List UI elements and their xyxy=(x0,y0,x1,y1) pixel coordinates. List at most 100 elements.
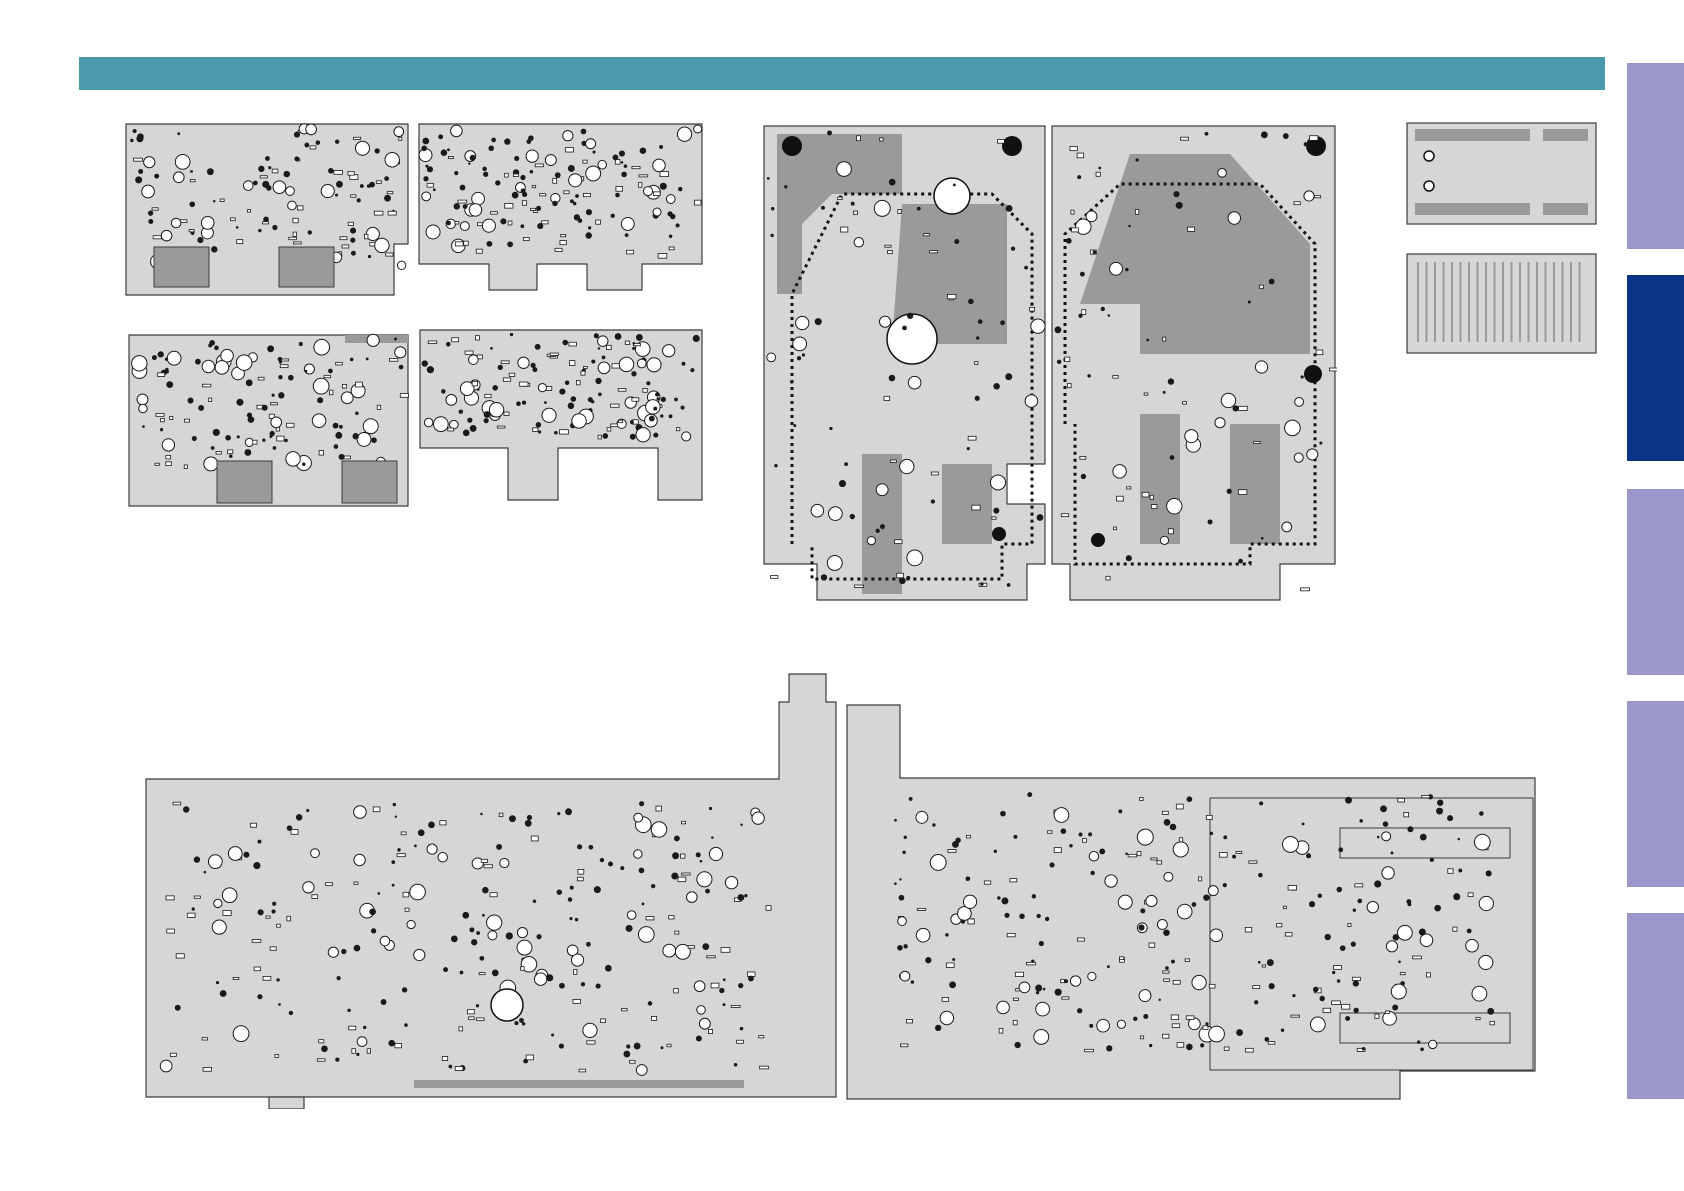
pcb-component xyxy=(784,185,787,188)
pcb-component xyxy=(381,999,387,1005)
pcb-component xyxy=(1164,819,1171,826)
side-tab-1[interactable] xyxy=(1627,63,1684,249)
pcb-component xyxy=(1345,797,1352,804)
pcb-component xyxy=(1045,917,1049,921)
pcb-component xyxy=(1261,537,1264,540)
pcb-component xyxy=(702,943,709,950)
pcb-component xyxy=(677,127,691,141)
pcb-component xyxy=(1223,835,1227,839)
main-board-left-drawing xyxy=(144,672,838,1109)
pcb-component xyxy=(1007,583,1011,587)
pcb-component xyxy=(1337,887,1343,893)
pcb-component xyxy=(250,823,256,827)
pcb-component xyxy=(827,556,842,571)
pcb-component xyxy=(618,389,626,392)
pcb-component xyxy=(213,429,220,436)
pcb-component xyxy=(177,132,180,135)
pcb-component xyxy=(363,1026,366,1029)
pcb-component xyxy=(427,844,437,854)
pcb-component xyxy=(448,156,453,158)
pcb-component xyxy=(375,148,380,153)
pcb-component xyxy=(304,143,309,148)
pcb-component xyxy=(294,156,299,161)
pcb-component xyxy=(997,896,1000,899)
pcb-component xyxy=(838,197,842,199)
pcb-component xyxy=(258,840,262,844)
pcb-component xyxy=(891,460,897,462)
pcb-component xyxy=(480,813,483,816)
pcb-component xyxy=(198,405,204,411)
pcb-component xyxy=(907,550,923,566)
pcb-component xyxy=(925,957,931,963)
pcb-component xyxy=(368,255,371,258)
pcb-component xyxy=(1398,798,1405,802)
pcb-component xyxy=(209,398,212,402)
pcb-component xyxy=(586,942,591,947)
pcb-component xyxy=(442,1057,447,1061)
pcb-component xyxy=(286,187,295,196)
pcb-component xyxy=(1069,844,1072,847)
pcb-component xyxy=(394,127,404,137)
pcb-component xyxy=(899,878,901,880)
pcb-component xyxy=(1292,994,1295,997)
pcb-component xyxy=(272,394,275,397)
pcb-component xyxy=(790,380,793,383)
pcb-component xyxy=(1267,959,1274,966)
pcb-component xyxy=(484,418,489,423)
pcb-component xyxy=(1436,808,1443,815)
pcb-component xyxy=(364,234,368,239)
pcb-component xyxy=(1177,904,1192,919)
pcb-component xyxy=(228,847,242,861)
pcb-component xyxy=(460,971,464,975)
side-tab-5[interactable] xyxy=(1627,913,1684,1099)
pcb-component xyxy=(827,130,832,135)
pcb-component xyxy=(1254,1000,1258,1004)
pcb-component xyxy=(583,160,587,163)
pcb-component xyxy=(1219,852,1227,857)
pcb-component xyxy=(1181,137,1189,140)
pcb-component xyxy=(1185,430,1198,443)
pcb-component xyxy=(734,1063,738,1067)
pcb-component xyxy=(904,836,907,839)
pcb-component xyxy=(335,140,339,144)
pcb-component xyxy=(577,877,583,881)
pcb-component xyxy=(1283,906,1286,908)
pcb-component xyxy=(564,191,569,194)
pcb-component xyxy=(1089,1024,1093,1028)
pcb-component xyxy=(949,981,956,988)
pcb-component xyxy=(902,851,905,854)
pcb-component xyxy=(577,844,582,849)
pcb-component xyxy=(531,363,536,368)
pcb-component xyxy=(469,204,482,217)
pcb-component xyxy=(1135,158,1138,161)
pcb-component xyxy=(220,199,224,202)
pcb-component xyxy=(1026,962,1035,965)
pcb-component xyxy=(1302,822,1305,825)
pcb-component xyxy=(1430,858,1434,862)
pcb-component xyxy=(620,866,624,870)
pcb-component xyxy=(152,208,158,210)
pcb-component xyxy=(663,345,675,357)
pcb-component xyxy=(626,925,633,932)
pcb-component xyxy=(1163,1034,1169,1038)
pcb-component xyxy=(630,434,636,440)
pcb-component xyxy=(388,211,396,215)
pcb-component xyxy=(1355,884,1363,887)
pcb-component xyxy=(517,928,527,938)
pcb-component xyxy=(482,887,489,894)
pcb-component xyxy=(565,381,569,385)
pcb-component xyxy=(366,357,369,360)
pcb-component xyxy=(1000,320,1005,325)
pcb-component xyxy=(395,347,406,358)
pcb-component xyxy=(931,472,938,475)
pcb-component xyxy=(479,973,485,975)
pcb-component xyxy=(403,892,409,897)
side-tab-2[interactable] xyxy=(1627,275,1684,461)
side-tab-3[interactable] xyxy=(1627,489,1684,675)
pcb-component xyxy=(559,388,565,394)
side-tab-4[interactable] xyxy=(1627,701,1684,887)
pcb-component xyxy=(339,454,345,460)
pcb-component xyxy=(464,241,469,245)
pcb-component xyxy=(522,192,527,197)
pcb-component xyxy=(277,924,281,927)
